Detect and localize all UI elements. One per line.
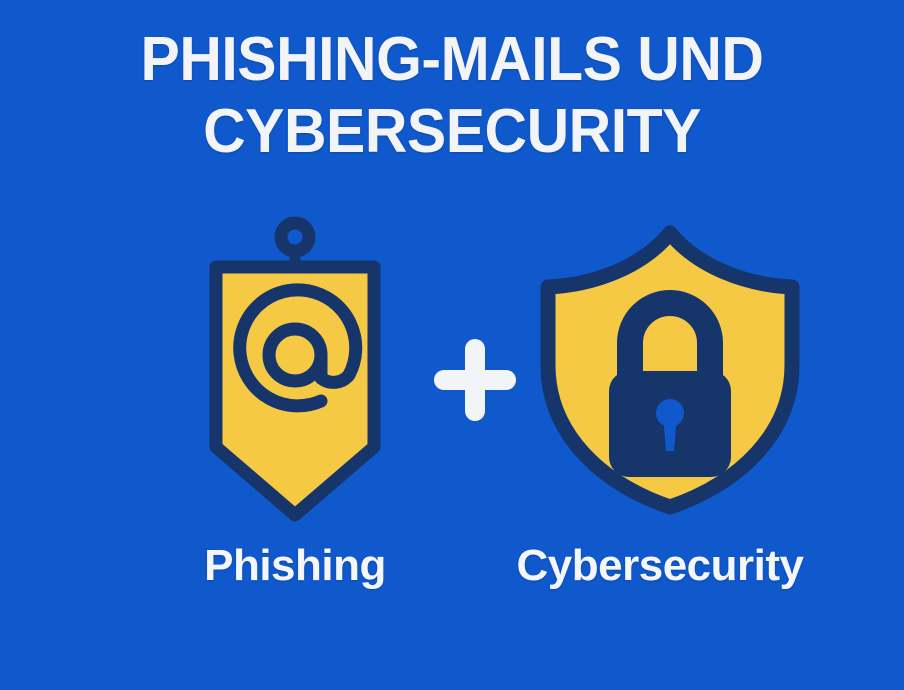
title-line-1: PHISHING-MAILS UND bbox=[140, 25, 764, 94]
phishing-envelope-hook-icon bbox=[209, 216, 381, 522]
icon-row bbox=[0, 215, 904, 522]
shield-padlock-icon bbox=[540, 225, 800, 515]
title-line-2: CYBERSECURITY bbox=[203, 97, 701, 166]
page-title: PHISHING-MAILS UND CYBERSECURITY bbox=[0, 24, 904, 168]
keyhole-stem bbox=[663, 415, 677, 451]
padlock-shackle bbox=[617, 290, 723, 375]
cybersecurity-icon-cell bbox=[520, 215, 820, 515]
keyhole-circle bbox=[656, 399, 684, 427]
plus-icon bbox=[434, 339, 516, 421]
plus-sign bbox=[430, 335, 520, 425]
caption-cybersecurity: Cybersecurity bbox=[516, 541, 804, 590]
phishing-icon-cell bbox=[150, 215, 440, 522]
caption-phishing: Phishing bbox=[204, 541, 386, 590]
